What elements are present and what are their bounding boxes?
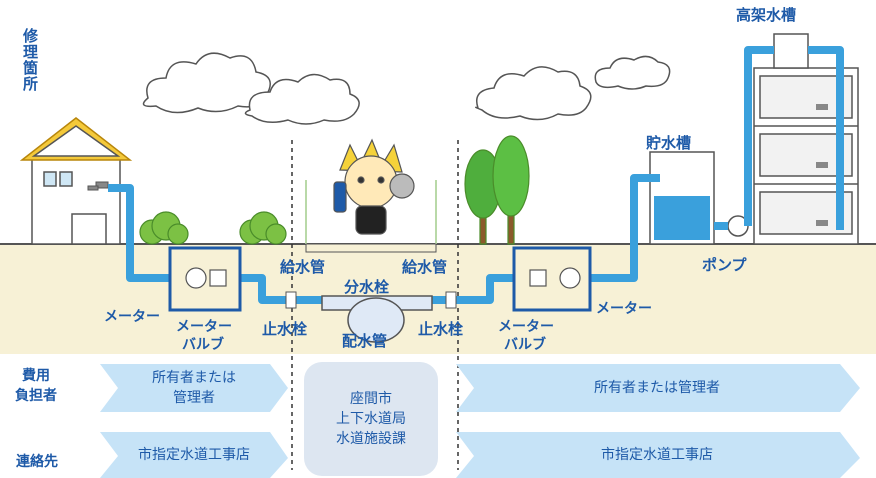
cost-bearer-header: 費用 負担者 bbox=[15, 368, 57, 404]
cloud-center bbox=[244, 73, 360, 125]
distribution-main bbox=[321, 295, 433, 343]
stop-valve-right-icon bbox=[445, 291, 457, 309]
right-cost-text: 所有者または管理者 bbox=[594, 380, 720, 396]
supply-pipe-left-label: 給水管 bbox=[280, 258, 326, 276]
stop-valve-left-icon bbox=[285, 291, 297, 309]
tree-group bbox=[464, 135, 530, 245]
center-box bbox=[304, 362, 438, 476]
repair-location-label: 修理箇所 bbox=[21, 28, 39, 92]
cloud-right bbox=[475, 66, 592, 121]
contact-header: 連絡先 bbox=[16, 454, 58, 470]
meter-right-label: メーター bbox=[596, 301, 652, 317]
meter-valve-left-label-1: メーター bbox=[176, 319, 232, 335]
meter-valve-right-label-1: メーター bbox=[498, 319, 554, 335]
branch-plug-label: 分水栓 bbox=[344, 278, 390, 296]
street-posts bbox=[305, 180, 437, 244]
bush-middle bbox=[239, 211, 287, 245]
stop-valve-right-label: 止水栓 bbox=[418, 320, 464, 338]
bush-left bbox=[139, 211, 189, 245]
elevated-tank-label: 高架水槽 bbox=[736, 6, 797, 24]
right-contact-text: 市指定水道工事店 bbox=[601, 447, 713, 463]
road-bump bbox=[305, 243, 437, 253]
cloud-left bbox=[142, 52, 271, 114]
meter-right-icon bbox=[529, 267, 581, 289]
elevated-tank bbox=[773, 33, 809, 69]
meter-valve-right-label-2: バルブ bbox=[504, 337, 546, 353]
house bbox=[19, 117, 133, 245]
left-cost-text: 所有者または 管理者 bbox=[152, 370, 236, 406]
meter-left-label: メーター bbox=[104, 309, 160, 325]
center-office-text: 座間市 上下水道局 水道施設課 bbox=[336, 391, 406, 447]
storage-tank bbox=[649, 151, 715, 245]
cloud-right-small bbox=[594, 55, 671, 90]
storage-tank-label: 貯水槽 bbox=[646, 134, 692, 152]
meter-left-icon bbox=[185, 267, 227, 289]
banner-right-cost bbox=[456, 364, 860, 412]
banner-left-cost bbox=[100, 364, 288, 412]
building-faucets bbox=[816, 104, 828, 226]
banner-right-contact bbox=[456, 432, 860, 478]
pump-label: ポンプ bbox=[702, 256, 747, 274]
banner-left-contact bbox=[100, 432, 288, 478]
supply-pipe-right-label: 給水管 bbox=[402, 258, 448, 276]
meter-valve-left-label-2: バルブ bbox=[182, 337, 224, 353]
pipe-network bbox=[108, 46, 844, 304]
distribution-pipe-label: 配水管 bbox=[342, 332, 388, 350]
mascot-character bbox=[333, 138, 415, 235]
left-contact-text: 市指定水道工事店 bbox=[138, 447, 250, 463]
stop-valve-left-label: 止水栓 bbox=[262, 320, 308, 338]
